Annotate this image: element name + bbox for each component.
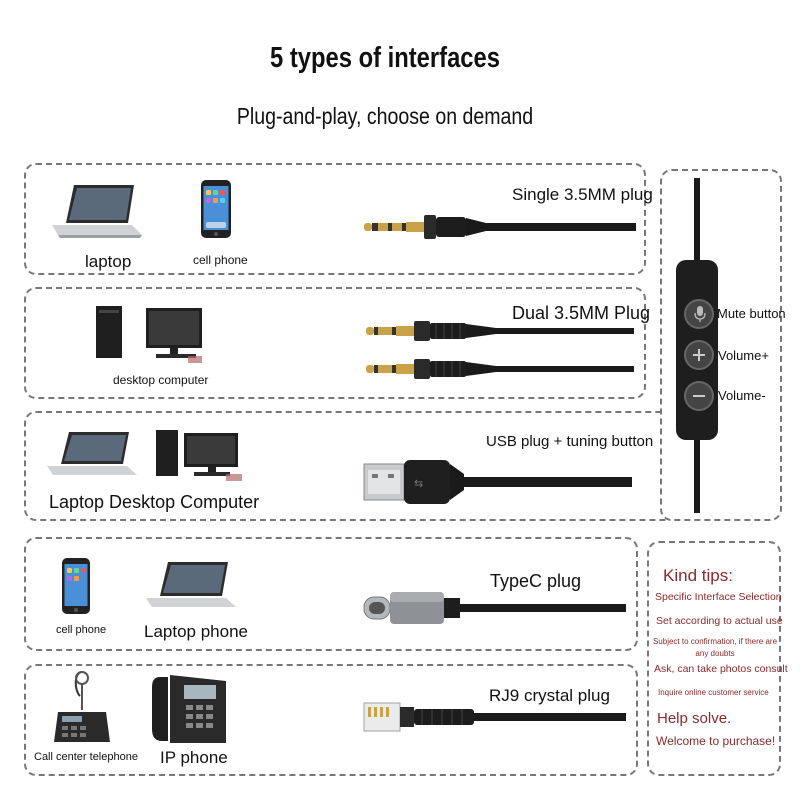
device-label: laptop [85,252,132,271]
cell-phone-icon [62,558,90,614]
plug-name: Dual 3.5MM Plug [512,303,651,323]
tips-line: Set according to actual use [656,615,783,627]
usb-plug: ⇆ [363,460,632,504]
device-label: Laptop phone [144,622,248,641]
volume-down-button[interactable] [684,381,714,411]
tips-line: Welcome to purchase! [656,734,776,748]
tips-title: Kind tips: [663,566,733,585]
mute-button[interactable] [684,299,714,329]
volume-up-label: Volume+ [718,348,769,363]
laptop-icon [52,185,142,238]
device-label: cell phone [193,253,248,267]
call-center-telephone-icon [54,671,110,742]
cell-phone-icon [201,180,231,238]
plug-name: Single 3.5MM plug [512,185,653,204]
desktop-computer-icon [96,306,202,363]
panel-kind-tips [647,541,781,776]
volume-down-label: Volume- [718,388,766,403]
laptop-icon [47,432,137,475]
device-label: cell phone [56,624,107,636]
svg-text:⇆: ⇆ [414,477,423,490]
dual-35mm-plug-bottom [366,359,634,379]
plug-name: TypeC plug [490,571,582,591]
tips-line: Help solve. [657,710,732,727]
device-label: Laptop Desktop Computer [49,492,260,512]
volume-up-button[interactable] [684,340,714,370]
ip-phone-icon [152,675,226,743]
device-label: desktop computer [113,373,209,387]
tips-line: Inquire online customer service [658,688,769,697]
rj9-plug [363,702,626,732]
desktop-computer-icon [156,430,242,481]
panel-typec [24,537,638,651]
single-35mm-plug [364,215,636,239]
mute-button-label: Mute button [717,306,786,321]
panel-single-35mm [24,163,646,275]
page-subtitle: Plug-and-play, choose on demand [236,103,534,129]
typec-plug [363,592,626,624]
tips-line: Ask, can take photos consult [654,663,788,675]
dual-35mm-plug-top [366,321,634,341]
panel-rj9 [24,664,638,776]
laptop-icon [146,562,236,607]
plug-name: RJ9 crystal plug [489,686,610,705]
minus-icon [693,395,705,397]
device-label: Call center telephone [34,751,138,763]
device-label: IP phone [160,748,228,767]
plus-icon [693,349,705,361]
plug-name: USB plug + tuning button [486,433,654,450]
tips-line: Specific Interface Selection [655,591,782,603]
page-title: 5 types of interfaces [270,42,500,74]
microphone-icon [694,306,706,322]
tips-line: Subject to confirmation, if there are an… [652,637,778,658]
panel-dual-35mm [24,287,646,399]
